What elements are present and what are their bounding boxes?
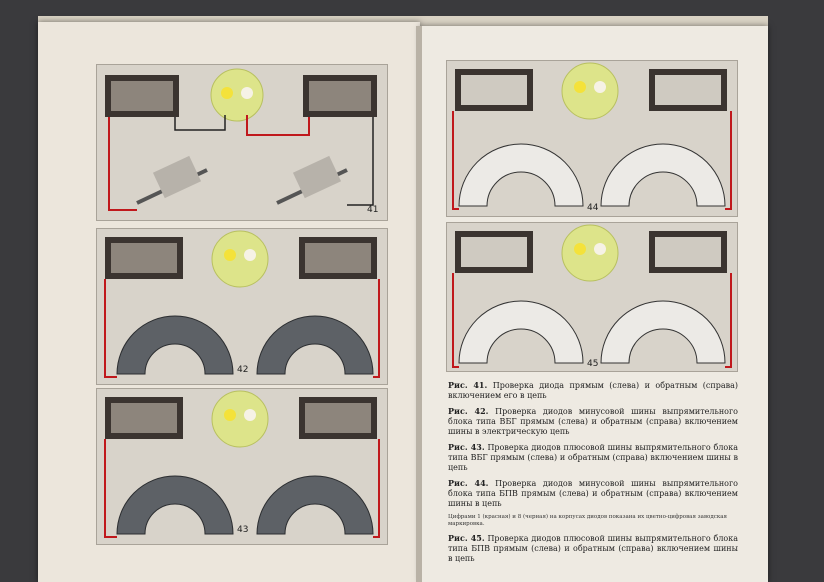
caption-45: Рис. 45. Проверка диодов плюсовой шины в…: [448, 533, 738, 563]
figure-41: 41: [96, 64, 388, 221]
caption-41: Рис. 41. Проверка диода прямым (слева) и…: [448, 380, 738, 400]
lamp-circle: [210, 68, 264, 122]
captions: Рис. 41. Проверка диода прямым (слева) и…: [448, 380, 738, 569]
caption-42: Рис. 42. Проверка диодов минусовой шины …: [448, 406, 739, 436]
marking-note: Цифрами 1 (красная) и 8 (черная) на корп…: [448, 514, 728, 527]
caption-44: Рис. 44. Проверка диодов минусовой шины …: [448, 478, 739, 508]
figure-number: 45: [587, 359, 599, 369]
figure-42: 42: [96, 228, 388, 385]
figure-43: 43: [96, 388, 388, 545]
figure-number: 41: [367, 205, 379, 215]
figure-44: 44: [446, 60, 738, 217]
figure-45: 45: [446, 222, 738, 372]
book-spine: [416, 26, 422, 582]
caption-43: Рис. 43. Проверка диодов плюсовой шины в…: [448, 442, 738, 472]
figure-number: 43: [237, 525, 249, 535]
figure-number: 44: [587, 203, 599, 213]
figure-number: 42: [237, 365, 249, 375]
